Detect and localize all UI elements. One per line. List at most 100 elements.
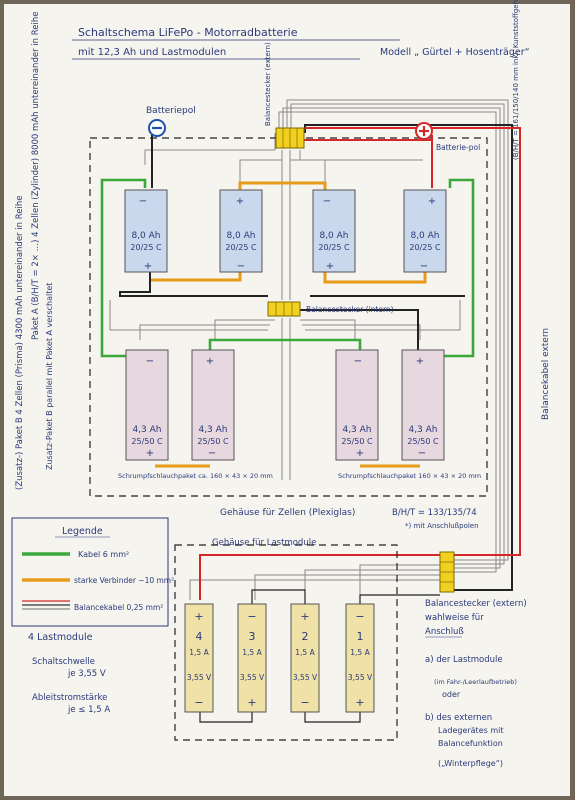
legend: Legende Kabel 6 mm² starke Verbinder ~10… xyxy=(11,517,174,627)
module-pole-top: + xyxy=(194,610,203,623)
cell-pole-bottom: + xyxy=(356,448,364,459)
module-volt: 3,55 V xyxy=(293,673,318,682)
cell-rate: 20/25 C xyxy=(318,243,350,252)
cell-pole-bottom: − xyxy=(237,261,245,272)
notes-left-heading: 4 Lastmodule xyxy=(28,632,93,643)
cell-rate: 25/50 C xyxy=(407,437,439,446)
module-volt: 3,55 V xyxy=(348,673,373,682)
notes-right-line: wahlweise für xyxy=(425,613,484,623)
cell-top: + 8,0 Ah 20/25 C − xyxy=(403,189,447,273)
main-cables-green xyxy=(100,178,475,358)
module-volt: 3,55 V xyxy=(187,673,212,682)
load-module: − 1 1,5 A 3,55 V + xyxy=(345,603,375,713)
notes-right-line: (im Fahr-/Leerlaufbetrieb) xyxy=(434,678,517,686)
cell-capacity: 8,0 Ah xyxy=(410,231,439,241)
cell-bottom: − 4,3 Ah 25/50 C + xyxy=(335,349,379,461)
load-module-links xyxy=(199,589,440,723)
cell-bottom: − 4,3 Ah 25/50 C + xyxy=(125,349,169,461)
notes-right-line: Balancestecker (extern) xyxy=(425,599,527,609)
pole-minus-label: Batteriepol xyxy=(146,106,196,116)
cell-capacity: 8,0 Ah xyxy=(319,231,348,241)
legend-item-label: Balancekabel 0,25 mm² xyxy=(74,603,163,612)
module-pole-top: − xyxy=(355,610,364,623)
legend-item-label: starke Verbinder ~10 mm² xyxy=(74,576,174,585)
notes-right-line: Balancefunktion xyxy=(438,739,503,748)
legend-box xyxy=(11,517,169,627)
pole-plus-label: Batterie-pol xyxy=(436,143,480,152)
module-pole-bottom: + xyxy=(355,696,364,709)
housing-load-label: Gehäuse für Lastmodule xyxy=(212,538,316,548)
cell-pole-bottom: + xyxy=(144,261,152,272)
module-number: 3 xyxy=(249,630,256,643)
balance-cable-extern-label: Balancekabel extern xyxy=(541,328,551,420)
cell-rate: 20/25 C xyxy=(225,243,257,252)
top-dimensions: (B/H/T = 161/150/140 mm inkl. Kunststoff… xyxy=(512,0,520,160)
cell-pole-bottom: − xyxy=(418,448,426,459)
subtitle: mit 12,3 Ah und Lastmodulen xyxy=(78,47,226,58)
notes-left-line: je ≤ 1,5 A xyxy=(67,705,110,715)
housing-note: *) mit Anschlußpolen xyxy=(405,522,479,530)
cell-rate: 25/50 C xyxy=(131,437,163,446)
cell-pole-top: − xyxy=(146,356,154,367)
cell-capacity: 4,3 Ah xyxy=(342,425,371,435)
balance-extern-top-label: Balancestecker (extern) xyxy=(264,42,272,126)
cell-bottom: + 4,3 Ah 25/50 C − xyxy=(401,349,445,461)
cell-capacity: 4,3 Ah xyxy=(198,425,227,435)
cell-capacity: 4,3 Ah xyxy=(408,425,437,435)
cell-pole-bottom: − xyxy=(208,448,216,459)
title: Schaltschema LiFePo - Motorradbatterie xyxy=(78,26,298,39)
legend-title: Legende xyxy=(62,526,103,537)
module-amp: 1,5 A xyxy=(295,648,315,657)
cables-red xyxy=(199,127,521,600)
load-modules-group: + 4 1,5 A 3,55 V − − 3 1,5 A 3,55 V + + … xyxy=(184,603,375,713)
shrink-pack-left-label: Schrumpfschlauchpaket ca. 160 × 43 × 20 … xyxy=(118,472,273,480)
notes-left-line: je 3,55 V xyxy=(67,669,106,679)
load-modules-housing xyxy=(174,544,398,741)
cell-pole-top: + xyxy=(428,196,436,207)
notes-right-line: a) der Lastmodule xyxy=(425,655,503,665)
notes-left-line: Schaltschwelle xyxy=(32,657,95,667)
shrink-pack-right-label: Schrumpfschlauchpaket 160 × 43 × 20 mm xyxy=(338,472,481,480)
cell-top: − 8,0 Ah 20/25 C + xyxy=(312,189,356,273)
balance-intern-label: Balancestecker (intern) xyxy=(306,305,394,314)
cell-pole-top: + xyxy=(206,356,214,367)
module-number: 2 xyxy=(302,630,309,643)
cell-rate: 20/25 C xyxy=(130,243,162,252)
module-amp: 1,5 A xyxy=(189,648,209,657)
cell-capacity: 8,0 Ah xyxy=(131,231,160,241)
load-module: − 3 1,5 A 3,55 V + xyxy=(237,603,267,713)
cells-bottom-group: − 4,3 Ah 25/50 C + + 4,3 Ah 25/50 C − − … xyxy=(125,349,445,461)
cell-pole-bottom: + xyxy=(146,448,154,459)
cell-rate: 25/50 C xyxy=(197,437,229,446)
cell-pole-top: − xyxy=(323,196,331,207)
cell-top: − 8,0 Ah 20/25 C + xyxy=(124,189,168,273)
load-module: + 4 1,5 A 3,55 V − xyxy=(184,603,214,713)
notes-right-line: Anschluß xyxy=(425,627,464,637)
notes-right-line: („Winterpflege“) xyxy=(438,759,503,768)
pack-b-parallel-note: Zusatz-Paket B parallel mit Paket A vers… xyxy=(45,283,54,470)
module-pole-top: − xyxy=(247,610,256,623)
module-volt: 3,55 V xyxy=(240,673,265,682)
module-amp: 1,5 A xyxy=(350,648,370,657)
module-pole-top: + xyxy=(300,610,309,623)
module-amp: 1,5 A xyxy=(242,648,262,657)
cell-pole-top: + xyxy=(416,356,424,367)
strong-connectors xyxy=(150,181,427,468)
cell-pole-bottom: + xyxy=(326,261,334,272)
load-module: + 2 1,5 A 3,55 V − xyxy=(290,603,320,713)
cells-top-group: − 8,0 Ah 20/25 C + + 8,0 Ah 20/25 C − − … xyxy=(124,189,447,273)
cell-pole-bottom: − xyxy=(420,261,428,272)
module-pole-bottom: − xyxy=(300,696,309,709)
notes-left-line: Ableitstromstärke xyxy=(32,693,107,703)
module-pole-bottom: + xyxy=(247,696,256,709)
balance-wires-gray xyxy=(109,99,509,600)
module-number: 1 xyxy=(357,630,364,643)
cell-capacity: 4,3 Ah xyxy=(132,425,161,435)
cell-pole-top: + xyxy=(236,196,244,207)
notes-right-line: b) des externen xyxy=(425,713,492,723)
module-pole-bottom: − xyxy=(194,696,203,709)
legend-item-label: Kabel 6 mm² xyxy=(78,550,129,559)
pack-a-description: Paket A (B/H/T = 2× …) 4 Zellen (Zylinde… xyxy=(31,12,41,340)
model-label: Modell „ Gürtel + Hosenträger“ xyxy=(380,47,530,58)
